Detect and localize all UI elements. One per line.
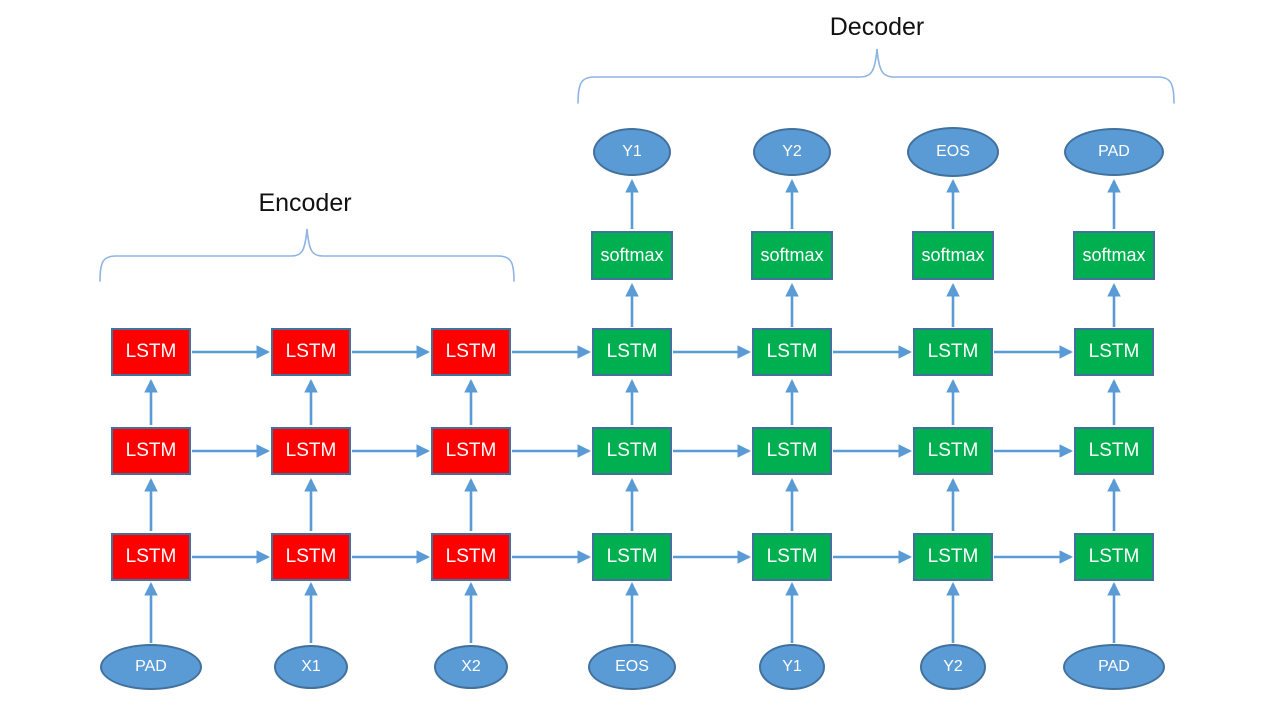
softmax-box: softmax <box>591 231 673 280</box>
decoder-lstm: LSTM <box>592 533 672 581</box>
encoder-lstm: LSTM <box>431 427 511 475</box>
decoder-brace <box>577 48 1175 104</box>
output-ellipse: Y1 <box>593 128 671 176</box>
decoder-lstm: LSTM <box>592 328 672 376</box>
decoder-lstm: LSTM <box>913 328 993 376</box>
input-ellipse: Y1 <box>759 644 825 690</box>
softmax-box: softmax <box>1073 231 1155 280</box>
decoder-lstm: LSTM <box>752 427 832 475</box>
softmax-box: softmax <box>751 231 833 280</box>
encoder-title: Encoder <box>258 189 352 217</box>
input-ellipse: EOS <box>588 644 676 690</box>
encoder-lstm: LSTM <box>271 427 351 475</box>
input-ellipse: X2 <box>434 645 508 689</box>
decoder-title: Decoder <box>829 13 925 41</box>
input-ellipse: PAD <box>100 644 202 690</box>
decoder-lstm: LSTM <box>913 533 993 581</box>
output-ellipse: EOS <box>907 127 999 177</box>
decoder-lstm: LSTM <box>913 427 993 475</box>
decoder-lstm: LSTM <box>592 427 672 475</box>
encoder-lstm: LSTM <box>111 533 191 581</box>
decoder-lstm: LSTM <box>752 533 832 581</box>
encoder-lstm: LSTM <box>271 328 351 376</box>
encoder-lstm: LSTM <box>111 328 191 376</box>
input-ellipse: PAD <box>1063 644 1165 690</box>
encoder-brace <box>99 228 515 282</box>
decoder-lstm: LSTM <box>1074 427 1154 475</box>
output-ellipse: PAD <box>1064 128 1164 176</box>
encoder-lstm: LSTM <box>111 427 191 475</box>
input-ellipse: X1 <box>274 645 348 689</box>
output-ellipse: Y2 <box>753 128 831 176</box>
decoder-lstm: LSTM <box>752 328 832 376</box>
decoder-lstm: LSTM <box>1074 533 1154 581</box>
decoder-lstm: LSTM <box>1074 328 1154 376</box>
encoder-lstm: LSTM <box>271 533 351 581</box>
encoder-lstm: LSTM <box>431 533 511 581</box>
encoder-lstm: LSTM <box>431 328 511 376</box>
softmax-box: softmax <box>912 231 994 280</box>
input-ellipse: Y2 <box>920 644 986 690</box>
